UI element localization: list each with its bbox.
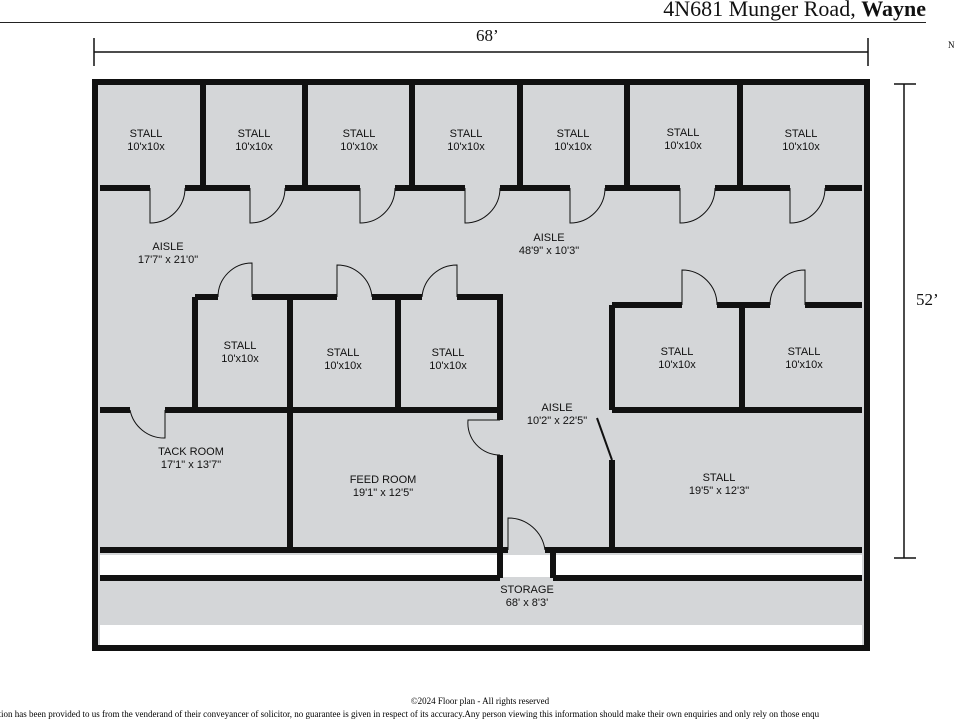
address-text: 4N681 Munger Road, bbox=[663, 0, 856, 21]
north-indicator: N bbox=[948, 40, 955, 50]
depth-dimension: 52’ bbox=[916, 290, 939, 309]
width-dimension: 68’ bbox=[476, 26, 499, 45]
title-rule bbox=[0, 22, 926, 23]
town-text: Wayne bbox=[861, 0, 926, 21]
copyright: ©2024 Floor plan - All rights reserved bbox=[410, 696, 550, 706]
property-address: 4N681 Munger Road, Wayne bbox=[663, 0, 926, 22]
disclaimer: ormation has been provided to us from th… bbox=[0, 709, 820, 719]
